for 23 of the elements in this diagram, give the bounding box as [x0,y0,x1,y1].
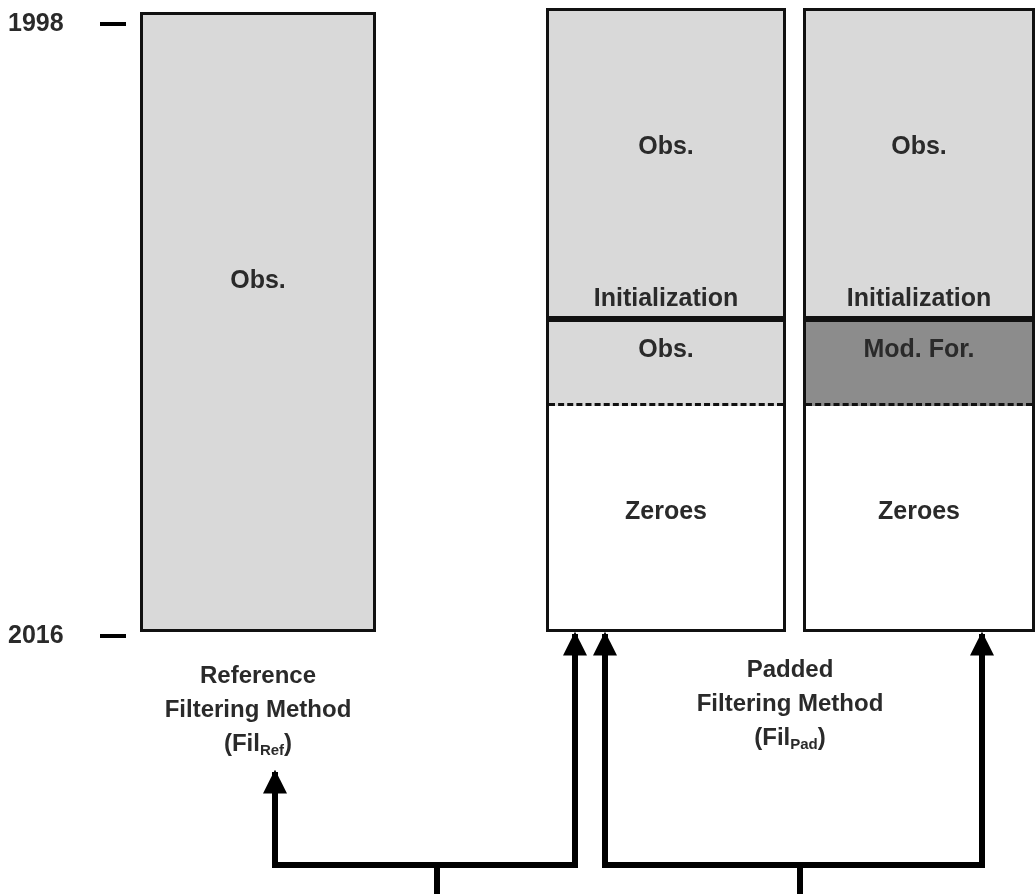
method-abbreviation: (Fil$_{Pad}$) [754,722,826,754]
column-segment [806,406,1032,629]
arrow [434,631,587,894]
method-abbreviation: (Fil$_{Ref}$) [223,728,293,760]
segment-label: Zeroes [625,496,707,525]
column-segment [549,406,783,629]
time-column [140,12,376,632]
year-label: 1998 [8,8,64,37]
segment-label: Obs. [638,131,694,160]
time-column [803,8,1035,632]
segment-label: Initialization [593,283,739,312]
segment-label: Zeroes [878,496,960,525]
segment-label: Obs. [638,334,694,363]
segment-label: Obs. [230,265,286,294]
arrow [797,631,994,894]
time-column [546,8,786,632]
column-segment [806,322,1032,406]
method-caption: Padded Filtering Method [696,654,884,718]
method-caption: Reference Filtering Method [164,660,352,724]
segment-label: Initialization [846,283,992,312]
segment-label: Obs. [891,131,947,160]
segment-label: Mod. For. [863,334,975,363]
year-label: 2016 [8,620,64,649]
